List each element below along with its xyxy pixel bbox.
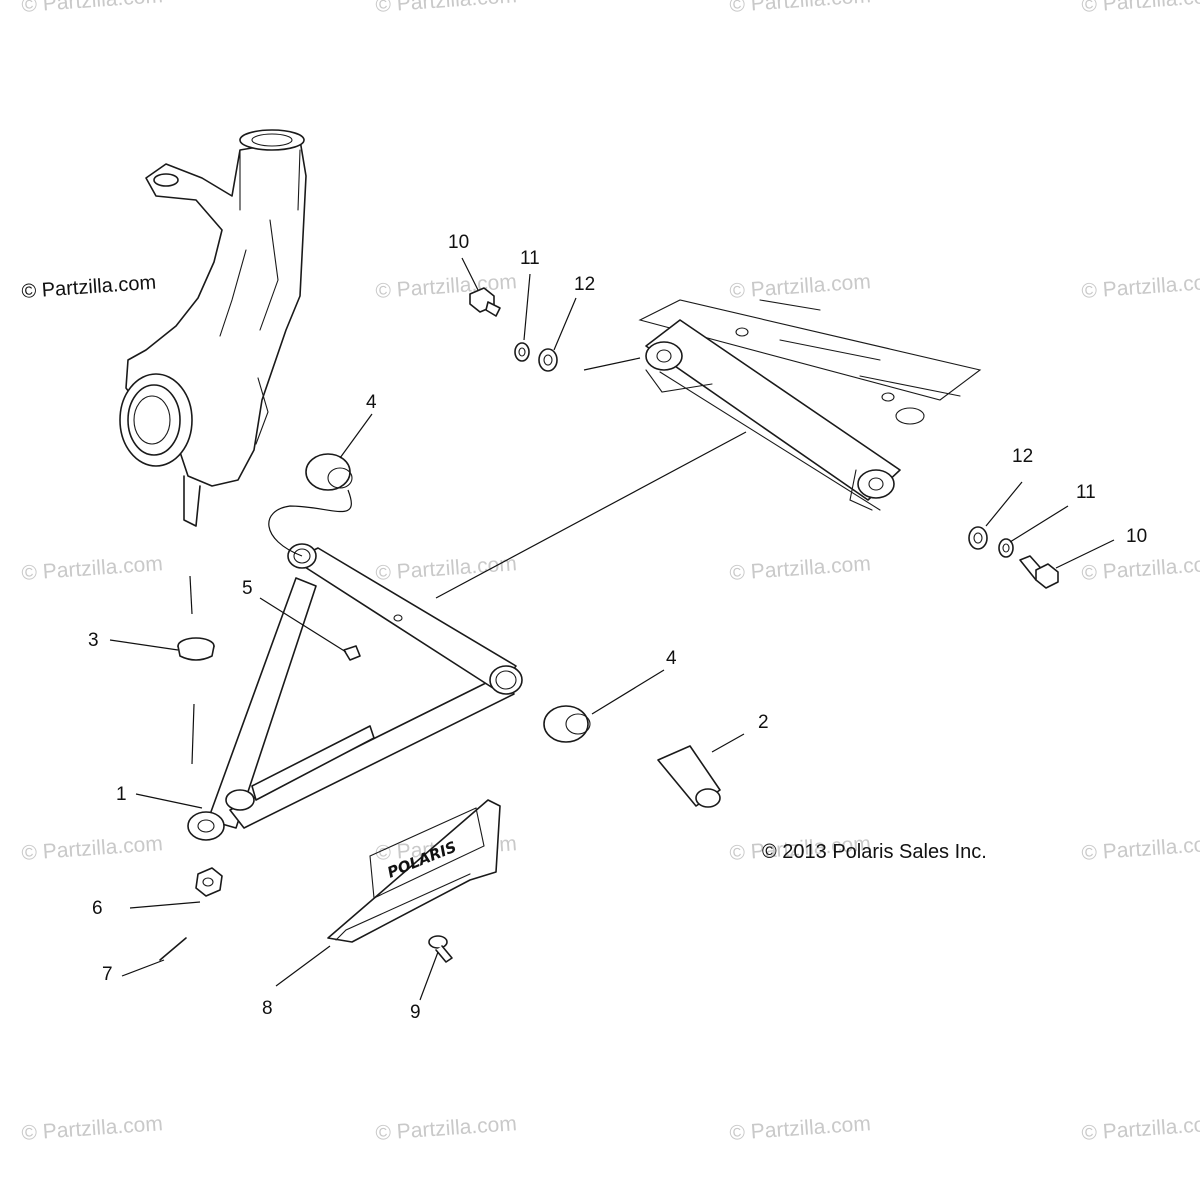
callout-11-upper: 11 — [520, 248, 540, 269]
callout-5: 5 — [242, 578, 253, 599]
pivot-tube — [657, 745, 721, 808]
watermark: © Partzilla.com — [375, 270, 518, 303]
watermark: © Partzilla.com — [729, 1112, 872, 1145]
callout-4-upper: 4 — [366, 392, 377, 413]
callout-12-lower: 12 — [1012, 446, 1033, 467]
watermark: © Partzilla.com — [375, 552, 518, 585]
callout-3: 3 — [88, 630, 99, 651]
washer-lower — [968, 526, 988, 550]
watermark: © Partzilla.com — [21, 832, 164, 865]
ball-joint-cup — [177, 637, 215, 661]
watermark: © Partzilla.com — [729, 270, 872, 303]
watermark-grid: © Partzilla.com © Partzilla.com © Partzi… — [21, 0, 1200, 1145]
callout-10-lower: 10 — [1126, 526, 1147, 547]
bolt-upper — [469, 287, 501, 317]
callout-9: 9 — [410, 1002, 421, 1023]
watermark: © Partzilla.com — [729, 0, 872, 17]
callout-6: 6 — [92, 898, 103, 919]
steering-knuckle — [119, 129, 307, 527]
castle-nut — [195, 867, 223, 897]
callout-8: 8 — [262, 998, 273, 1019]
lock-washer-upper — [514, 342, 530, 362]
watermark: © Partzilla.com — [1081, 0, 1200, 17]
callout-1: 1 — [116, 784, 127, 805]
watermark: © Partzilla.com — [729, 552, 872, 585]
watermark: © Partzilla.com — [375, 0, 518, 17]
copyright-notice: © 2013 Polaris Sales Inc. — [762, 841, 987, 863]
a-arm — [187, 543, 523, 841]
callout-12-upper: 12 — [574, 274, 595, 295]
watermark: © Partzilla.com — [21, 0, 164, 17]
watermark: © Partzilla.com — [21, 552, 164, 585]
screw — [428, 935, 453, 963]
cotter-pin — [159, 937, 187, 961]
watermark: © Partzilla.com — [21, 1112, 164, 1145]
watermark: © Partzilla.com — [1081, 270, 1200, 303]
washer-upper — [538, 348, 558, 372]
watermark: © Partzilla.com — [1081, 1112, 1200, 1145]
frame-cross-member — [638, 299, 982, 511]
grease-fitting — [343, 645, 361, 661]
watermark: © Partzilla.com — [1081, 552, 1200, 585]
partzilla-credit: © Partzilla.com — [21, 272, 157, 303]
callout-11-lower: 11 — [1076, 482, 1096, 503]
a-arm-guard: POLARIS — [327, 799, 501, 943]
callout-2: 2 — [758, 712, 769, 733]
callout-10-upper: 10 — [448, 232, 469, 253]
watermark: © Partzilla.com — [1081, 832, 1200, 865]
callout-numbers: 1 2 3 4 4 5 6 7 8 9 10 11 12 12 11 10 — [88, 232, 1147, 1023]
watermark: © Partzilla.com — [375, 1112, 518, 1145]
leader-lines — [109, 257, 1115, 1001]
bushing-upper — [305, 453, 353, 491]
bolt-lower — [1019, 555, 1059, 589]
callout-7: 7 — [102, 964, 113, 985]
bushing-lower — [543, 705, 591, 743]
callout-4-lower: 4 — [666, 648, 677, 669]
lock-washer-lower — [998, 538, 1014, 558]
